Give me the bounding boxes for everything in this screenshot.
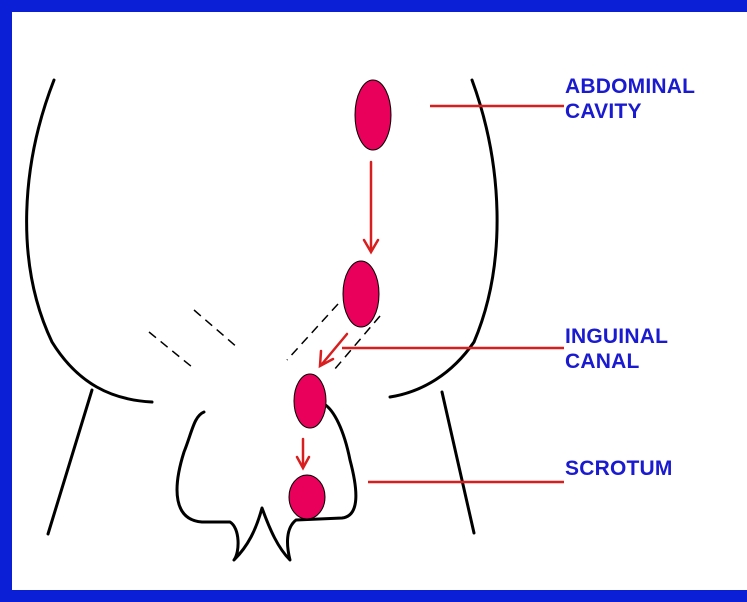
testis-inguinal-upper [343,261,379,327]
inguinal-ligament-mark [149,332,192,367]
scrotum-outline [177,404,356,560]
label-abdominal-cavity: ABDOMINAL CAVITY [565,74,695,124]
label-abdominal-line1: ABDOMINAL [565,74,695,99]
body-outline-right [390,80,497,397]
label-inguinal-line2: CANAL [565,349,668,374]
label-scrotum: SCROTUM [565,456,673,481]
label-inguinal-line1: INGUINAL [565,324,668,349]
testis-abdominal [355,80,391,150]
thigh-line-right [442,392,474,533]
label-inguinal-canal: INGUINAL CANAL [565,324,668,374]
body-outline-left [27,80,152,402]
testis-inguinal-lower [294,374,326,428]
inguinal-ligament-mark [194,310,238,348]
inguinal-canal-wall-mark [287,304,338,360]
thigh-line-left [48,390,92,534]
diagram-slide: ABDOMINAL CAVITY INGUINAL CANAL SCROTUM [12,12,747,590]
label-scrotum-line1: SCROTUM [565,456,673,481]
label-abdominal-line2: CAVITY [565,99,695,124]
testis-scrotal [289,475,325,519]
